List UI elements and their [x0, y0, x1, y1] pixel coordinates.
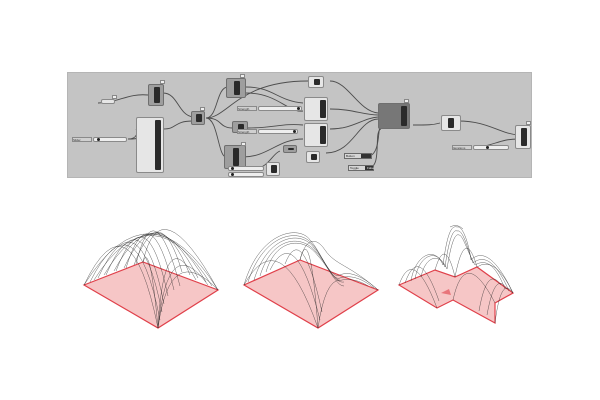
base-plane — [242, 259, 380, 329]
small-node-3[interactable] — [283, 145, 297, 153]
small-node-2[interactable] — [306, 151, 320, 163]
strength-slider-1[interactable]: Strength — [237, 106, 302, 111]
base-hole — [441, 289, 451, 295]
output-node[interactable] — [441, 115, 461, 131]
slider-knob[interactable] — [486, 146, 489, 149]
simple-dome-model — [82, 229, 220, 329]
mesh-surface-node[interactable] — [136, 117, 164, 173]
node-canvas[interactable]: Slider Strength Strength — [67, 72, 532, 178]
slider-knob[interactable] — [97, 138, 100, 141]
spring-node-1[interactable] — [304, 97, 328, 121]
component-node[interactable] — [148, 84, 164, 106]
small-node-1[interactable] — [308, 76, 324, 88]
wires — [97, 80, 519, 169]
mesh-lines — [83, 229, 219, 329]
slider-knob[interactable] — [297, 107, 300, 110]
slider-knob[interactable] — [293, 130, 296, 133]
node-tag — [526, 121, 531, 125]
node-tag — [200, 107, 205, 111]
node-tag — [404, 99, 409, 103]
deformed-dome-model — [242, 232, 380, 329]
base-plane — [397, 266, 515, 325]
node-tag — [241, 142, 246, 146]
merge-node[interactable] — [191, 111, 205, 125]
strength-slider-2[interactable]: Strength — [237, 129, 298, 134]
slider-label: Strength — [237, 129, 257, 134]
toggle-control[interactable]: Toggle False — [348, 165, 374, 171]
spring-node-2[interactable] — [304, 123, 328, 147]
small-node-4[interactable] — [266, 162, 280, 176]
slider-knob[interactable] — [231, 167, 234, 170]
component-a-node[interactable] — [226, 78, 246, 98]
final-node[interactable] — [515, 125, 531, 149]
node-tag — [112, 95, 117, 99]
node-tag — [160, 80, 165, 84]
complex-arch-model — [397, 225, 515, 325]
slider-label: Iterations — [452, 145, 472, 150]
button-label: Button — [345, 154, 361, 158]
panel-node[interactable] — [101, 99, 115, 104]
solver-node[interactable] — [378, 103, 410, 129]
lower-slider-1[interactable] — [228, 166, 264, 171]
main-slider[interactable]: Slider — [72, 137, 127, 142]
slider-label: Strength — [237, 106, 257, 111]
iterations-slider[interactable]: Iterations — [452, 145, 509, 150]
node-tag — [240, 74, 245, 78]
toggle-value: False — [365, 166, 375, 170]
mesh-lines — [398, 225, 514, 324]
button-control[interactable]: Button — [344, 153, 372, 159]
button-value — [361, 154, 371, 158]
mesh-lines — [243, 232, 379, 329]
toggle-label: Toggle — [349, 166, 365, 170]
slider-label: Slider — [72, 137, 92, 142]
lower-slider-2[interactable] — [228, 172, 264, 177]
slider-knob[interactable] — [231, 173, 234, 176]
